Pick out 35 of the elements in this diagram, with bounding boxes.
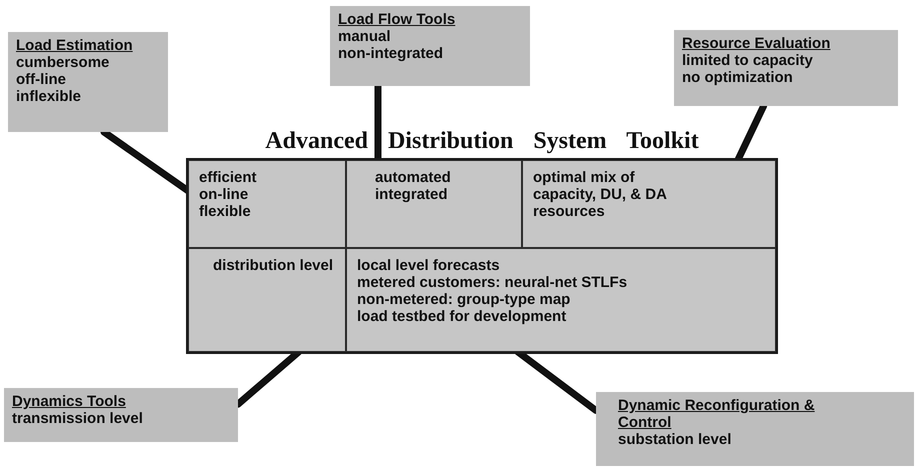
- note-text: no optimization: [682, 69, 793, 86]
- callout-heading: Resource Evaluation: [682, 35, 830, 52]
- section-text: metered customers: neural-net STLFs: [357, 274, 628, 291]
- note-text: off-line: [16, 71, 66, 88]
- callout-note: [596, 392, 914, 466]
- callout-heading: Dynamics Tools: [12, 393, 126, 410]
- section-text: distribution level: [213, 257, 333, 274]
- section-text: efficient: [199, 169, 257, 186]
- toolkit-section: [346, 248, 776, 352]
- note-text: inflexible: [16, 88, 82, 105]
- callout-note: [8, 32, 168, 132]
- note-text: manual: [338, 28, 391, 45]
- callout-heading: Load Flow Tools: [338, 11, 456, 28]
- note-text: transmission level: [12, 410, 143, 427]
- toolkit-section: [346, 160, 522, 248]
- section-text: flexible: [199, 203, 251, 220]
- section-text: local level forecasts: [357, 257, 500, 274]
- section-text: non-metered: group-type map: [357, 291, 570, 308]
- section-text: optimal mix of capacity, DU, & DA resources: [533, 169, 668, 220]
- panel-heading: Advanced Distribution System Toolkit: [264, 127, 700, 156]
- section-text: on-line: [199, 186, 248, 203]
- callout-note: [330, 6, 530, 86]
- note-text: cumbersome: [16, 54, 110, 71]
- toolkit-section: [188, 160, 346, 248]
- note-text: limited to capacity: [682, 52, 813, 69]
- callout-heading: Load Estimation: [16, 37, 133, 54]
- section-text: automated: [375, 169, 451, 186]
- note-text: non-integrated: [338, 45, 443, 62]
- section-text: load testbed for development: [357, 308, 566, 325]
- note-text: substation level: [618, 431, 732, 448]
- toolkit-section: [522, 160, 776, 248]
- section-text: integrated: [375, 186, 448, 203]
- callout-note: [674, 30, 898, 106]
- callout-note: [4, 388, 238, 442]
- toolkit-section: [188, 248, 346, 352]
